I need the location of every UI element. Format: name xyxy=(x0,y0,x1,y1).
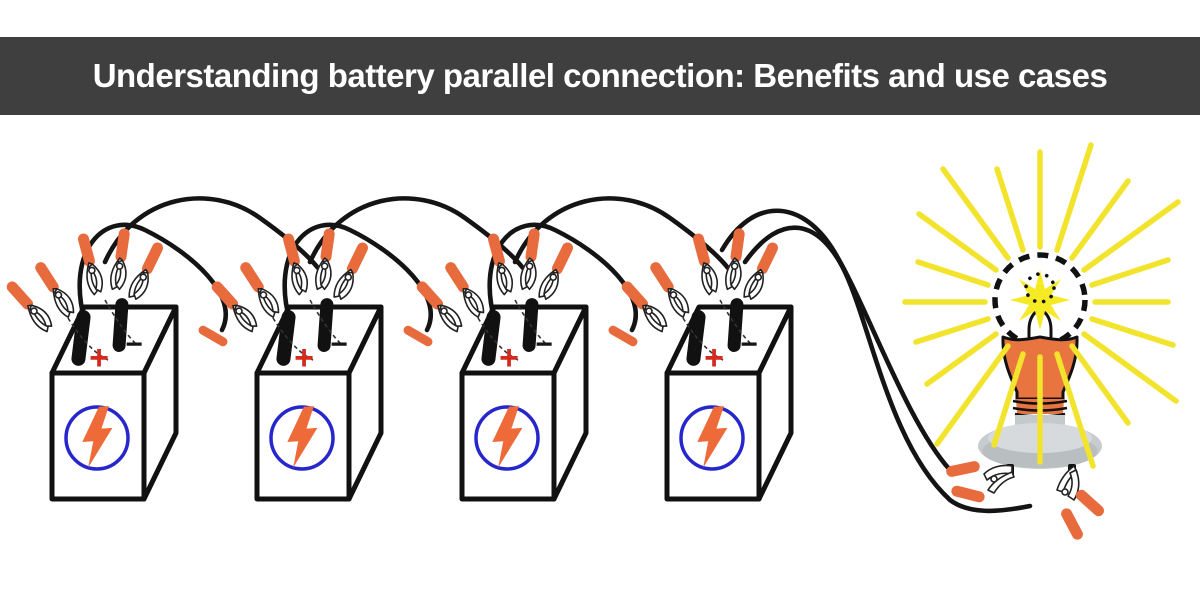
negative-terminal-label: − xyxy=(535,328,553,361)
wire-arc-1-2 xyxy=(102,196,321,271)
positive-terminal-label: + xyxy=(499,339,519,377)
wire-arc-3-4 xyxy=(512,196,731,271)
negative-terminal-label: − xyxy=(330,328,348,361)
battery-1: + − xyxy=(3,227,176,499)
positive-terminal-label: + xyxy=(89,339,109,377)
light-rays xyxy=(902,142,1181,469)
negative-terminal-label: − xyxy=(740,328,758,361)
title-banner: Understanding battery parallel connectio… xyxy=(0,37,1200,115)
battery-3: + − xyxy=(413,227,586,499)
negative-terminal-label: − xyxy=(125,328,143,361)
light-bulb xyxy=(902,142,1181,540)
bulb-clip-right xyxy=(1056,465,1105,540)
page-title: Understanding battery parallel connectio… xyxy=(92,57,1108,94)
wire-arc-2-3 xyxy=(307,196,526,271)
battery-4: + − xyxy=(618,227,791,499)
wire-to-bulb-2 xyxy=(742,225,1033,514)
bulb-clip-left xyxy=(946,461,1015,503)
bulb-glow xyxy=(1010,270,1070,330)
battery-2: + − xyxy=(208,227,381,499)
positive-terminal-label: + xyxy=(294,339,314,377)
jumper-wires xyxy=(77,196,1033,514)
positive-terminal-label: + xyxy=(704,339,724,377)
